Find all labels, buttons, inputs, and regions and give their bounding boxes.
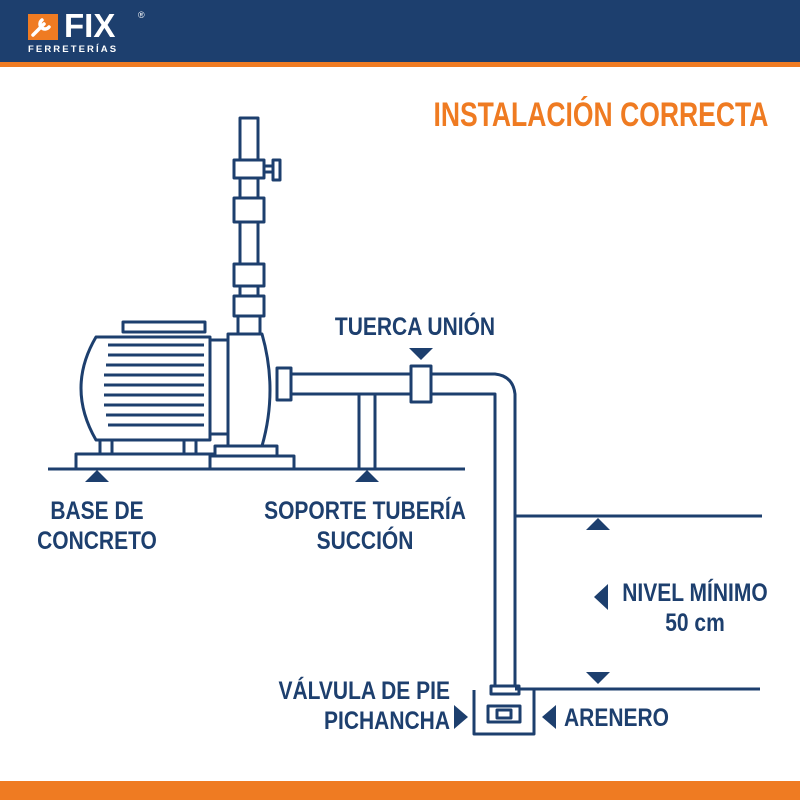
nivel-label-line2: 50 cm [665,609,725,637]
support-arrow [355,470,379,482]
brand-header [0,0,800,62]
base-label-line1: BASE DE [50,497,144,525]
level-arrow-up [586,518,610,530]
valve-handle [271,158,282,182]
arenero-label: ARENERO [564,703,690,733]
sand-trap [472,690,536,736]
suction-pipe [275,364,517,688]
base-concreto-label: BASE DE CONCRETO [26,496,169,556]
tuerca-union-text: TUERCA UNIÓN [334,313,496,341]
arenero-text: ARENERO [564,704,670,732]
pump-housing [208,314,296,471]
valvula-pie-label: VÁLVULA DE PIE PICHANCHA [274,676,450,736]
logo-registered-mark: ® [138,10,145,20]
logo-wordmark: FIX [64,7,116,44]
base-label-line2: CONCRETO [37,527,157,555]
fix-logo: FIX ® FERRETERÍAS [22,8,162,58]
nivel-label-line1: NIVEL MÍNIMO [622,579,768,607]
valvula-label-line2: PICHANCHA [324,707,450,735]
page-title: INSTALACIÓN CORRECTA [433,96,768,134]
foot-valve [472,684,536,736]
valvula-label-line1: VÁLVULA DE PIE [278,677,450,705]
level-arrow-down [586,672,610,684]
soporte-label-line2: SUCCIÓN [316,527,414,555]
union-arrow [409,348,433,360]
soporte-label-line1: SOPORTE TUBERÍA [264,497,466,525]
union-nut [409,364,433,404]
discharge-pipe [232,116,282,318]
brand-footer-stripe [0,781,800,800]
nivel-minimo-label: NIVEL MÍNIMO 50 cm [619,578,770,638]
level-side-arrow [594,584,608,610]
arenero-arrow [542,705,556,729]
base-arrow [85,470,109,482]
pipe-support [357,392,377,471]
logo-subtitle: FERRETERÍAS [28,44,119,55]
valve-left-arrow [454,705,468,729]
soporte-tuberia-label: SOPORTE TUBERÍA SUCCIÓN [260,496,470,556]
header-stripe [0,62,800,67]
pump-motor [74,320,230,471]
wrench-icon [28,14,58,40]
tuerca-union-label: TUERCA UNIÓN [327,312,503,342]
